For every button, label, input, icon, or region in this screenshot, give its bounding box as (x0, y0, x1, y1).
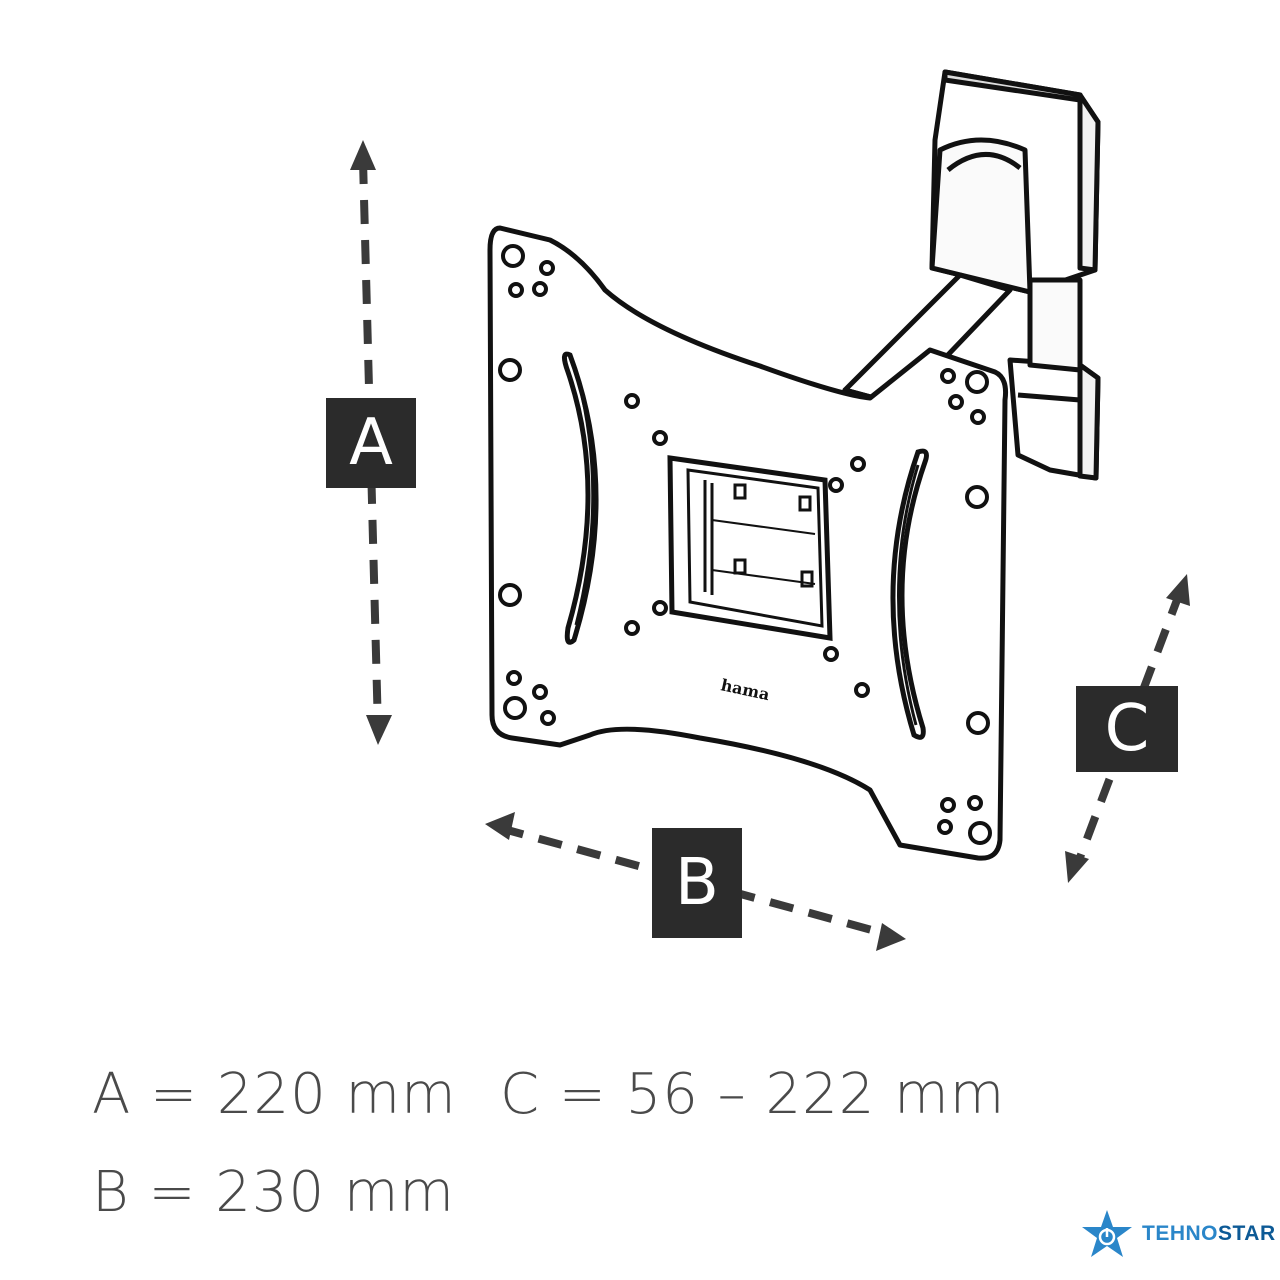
star-icon (1082, 1210, 1132, 1257)
spec-a: A = 220 mm (92, 1062, 457, 1127)
tv-plate: hama (487, 225, 1008, 861)
watermark-text-part1: TEHNO (1142, 1222, 1218, 1245)
dimension-label-c: C (1076, 686, 1178, 772)
watermark-text-part2: STAR (1218, 1222, 1276, 1245)
watermark-logo: TEHNOSTAR (1080, 1208, 1276, 1260)
wall-bracket (929, 69, 1101, 481)
dimension-arrow-c (1065, 574, 1190, 883)
spec-b: B = 230 mm (92, 1160, 455, 1225)
dimension-label-b: B (652, 828, 742, 938)
watermark-text: TEHNOSTAR (1142, 1222, 1276, 1246)
dimension-label-a: A (326, 398, 416, 488)
spec-c: C = 56 – 222 mm (500, 1062, 1006, 1127)
